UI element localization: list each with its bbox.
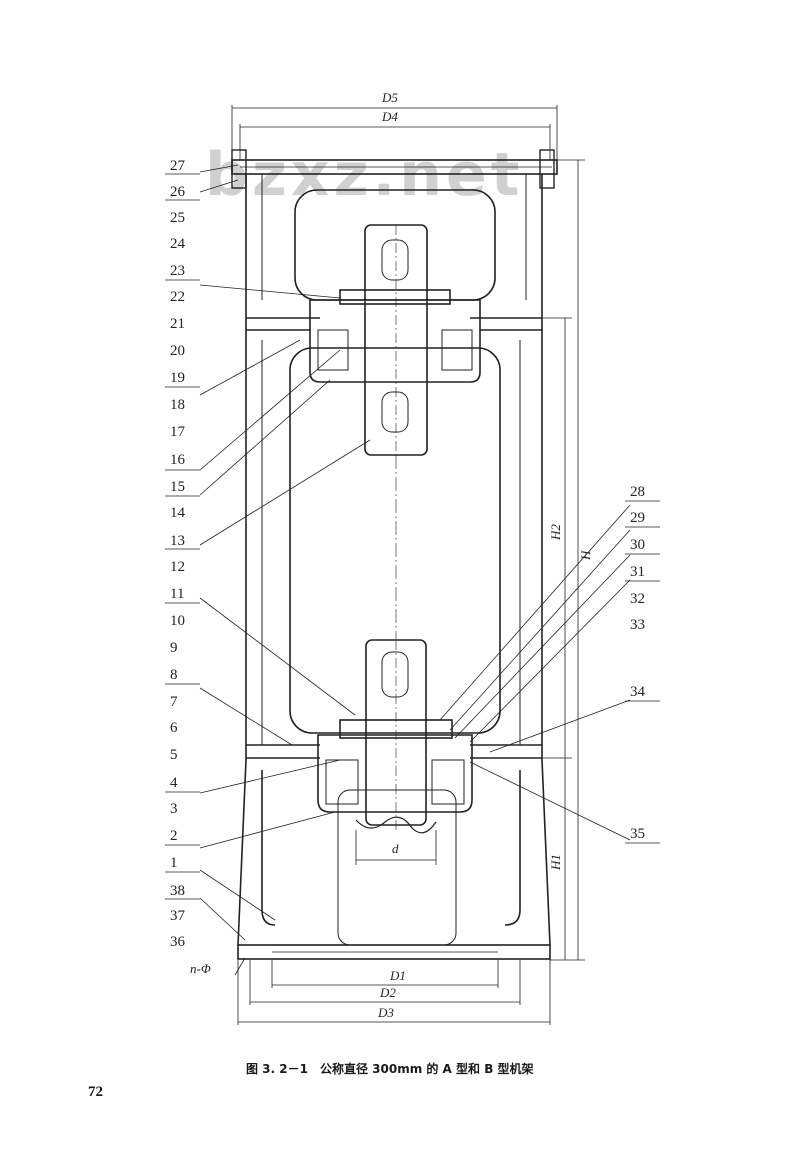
part-number: 4 xyxy=(170,775,178,791)
part-number: 35 xyxy=(630,826,645,842)
part-number: 2 xyxy=(170,828,178,844)
part-number: 25 xyxy=(170,210,185,226)
part-number: 11 xyxy=(170,586,184,602)
part-number: 37 xyxy=(170,908,186,924)
part-number: 33 xyxy=(630,617,645,633)
part-number: 20 xyxy=(170,343,185,359)
part-number: 34 xyxy=(630,684,646,700)
frame-outline xyxy=(231,149,558,960)
dim-h2: H2 xyxy=(548,524,563,541)
part-number: 27 xyxy=(170,158,186,174)
part-number: 10 xyxy=(170,613,185,629)
part-number: 19 xyxy=(170,370,185,386)
part-number: 18 xyxy=(170,397,185,413)
dim-h1: H1 xyxy=(548,854,563,871)
dim-h: H xyxy=(578,550,593,561)
dimension-lines xyxy=(231,105,585,1025)
part-number: 7 xyxy=(170,694,178,710)
part-number: 23 xyxy=(170,263,185,279)
part-number: 15 xyxy=(170,479,185,495)
part-number: 17 xyxy=(170,424,186,440)
dim-d5: D5 xyxy=(381,90,398,105)
part-numbers-left: 27 26 25 24 23 22 21 20 19 18 17 16 15 1… xyxy=(170,158,186,950)
part-number: 38 xyxy=(170,883,185,899)
leader-lines xyxy=(199,164,631,976)
dim-n-phi: n-Φ xyxy=(190,961,211,976)
dim-d: d xyxy=(392,841,399,856)
part-number: 9 xyxy=(170,640,178,656)
figure-caption: 图 3. 2－1 公称直径 300mm 的 A 型和 B 型机架 xyxy=(246,1062,534,1076)
part-number: 29 xyxy=(630,510,645,526)
dim-d1: D1 xyxy=(389,968,406,983)
part-number: 36 xyxy=(170,934,186,950)
part-number: 30 xyxy=(630,537,645,553)
part-number: 28 xyxy=(630,484,645,500)
part-number: 16 xyxy=(170,452,186,468)
dim-d4: D4 xyxy=(381,109,398,124)
part-number: 12 xyxy=(170,559,185,575)
part-number: 1 xyxy=(170,855,178,871)
dim-d2: D2 xyxy=(379,985,396,1000)
part-number: 13 xyxy=(170,533,185,549)
part-number: 32 xyxy=(630,591,645,607)
part-number: 22 xyxy=(170,289,185,305)
part-number: 3 xyxy=(170,801,178,817)
part-number: 5 xyxy=(170,747,178,763)
part-numbers-right: 28 29 30 31 32 33 34 35 xyxy=(630,484,646,842)
part-number: 31 xyxy=(630,564,645,580)
part-number: 24 xyxy=(170,236,186,252)
part-number: 6 xyxy=(170,720,178,736)
part-number: 8 xyxy=(170,667,178,683)
dim-d3: D3 xyxy=(377,1005,394,1020)
part-number: 26 xyxy=(170,184,186,200)
watermark: bzxz.net xyxy=(205,140,523,210)
part-number-underlines xyxy=(165,173,660,900)
page-number: 72 xyxy=(88,1084,103,1100)
part-number: 21 xyxy=(170,316,185,332)
part-number: 14 xyxy=(170,505,186,521)
